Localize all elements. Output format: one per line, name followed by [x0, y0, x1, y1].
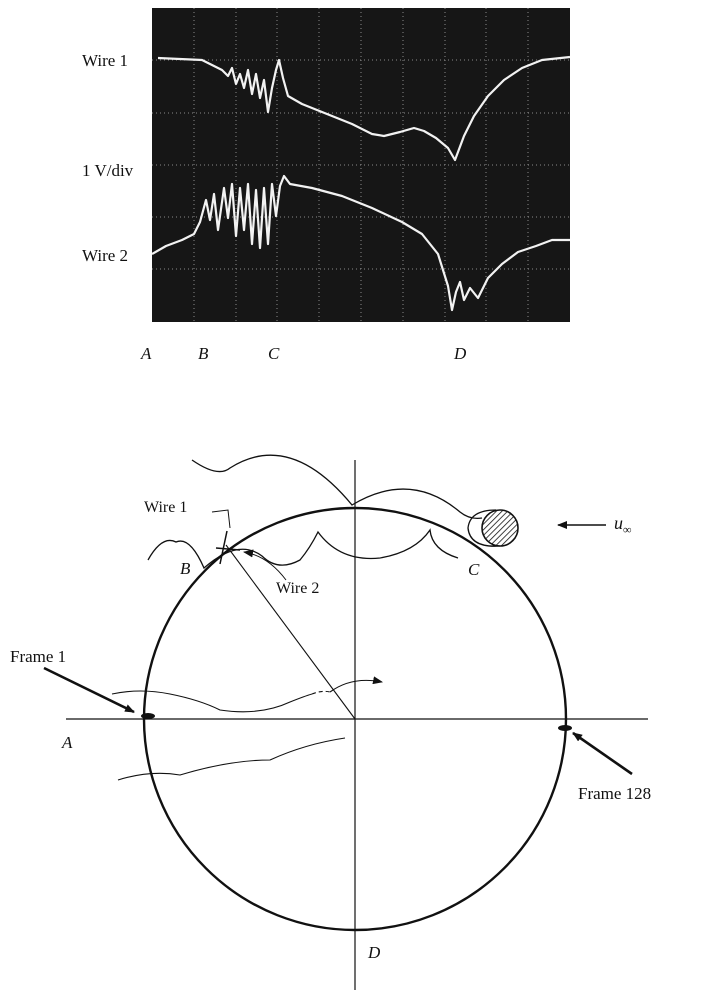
time-marker-a: A [141, 344, 152, 363]
time-marker-c: C [268, 344, 280, 363]
sketch-point-a: A [62, 733, 73, 752]
voltage-scale-label: 1 V/div [82, 161, 134, 180]
frame-1-arrow [43, 666, 135, 714]
outer-wake-curve [191, 454, 483, 520]
wire-1-trace-label: Wire 1 [82, 51, 129, 70]
rotation-arrow [329, 676, 383, 693]
wire-2-trace [152, 174, 570, 312]
wire-1-trace [157, 55, 570, 162]
lower-wavy-streak [117, 737, 346, 781]
time-marker-d: D [454, 344, 467, 363]
hatched-cylinder-cross-section [481, 509, 519, 547]
freestream-symbol: u [614, 513, 623, 533]
frame-1-label: Frame 1 [10, 647, 67, 666]
freestream-velocity-label: u∞ [614, 514, 632, 536]
sketch-point-b: B [180, 559, 191, 578]
sketch-wire-1-label: Wire 1 [144, 499, 188, 516]
wire-2-probe [215, 547, 241, 551]
wire-2-trace-label: Wire 2 [82, 246, 129, 265]
cylinder-path-loop [467, 509, 501, 547]
freestream-subscript: ∞ [623, 522, 632, 537]
wire-2-leader [243, 549, 287, 581]
wire-1-probe [219, 530, 228, 565]
upper-wavy-streak-dashed [311, 690, 331, 695]
cylinder-outline [142, 506, 568, 932]
sketch-point-c: C [468, 560, 480, 579]
time-marker-b: B [198, 344, 209, 363]
oscilloscope-trace-photo [152, 8, 570, 322]
frame-128-arrow [572, 731, 633, 776]
upper-wavy-streak [111, 690, 313, 713]
frame-128-marker [558, 725, 572, 731]
vortex-scallops [147, 528, 459, 570]
radial-line [225, 544, 356, 720]
frame-1-marker [141, 713, 155, 719]
frame-128-label: Frame 128 [578, 784, 652, 803]
sketch-wire-2-label: Wire 2 [276, 580, 320, 597]
wire-1-leader [211, 509, 231, 529]
sketch-point-d: D [368, 943, 381, 962]
